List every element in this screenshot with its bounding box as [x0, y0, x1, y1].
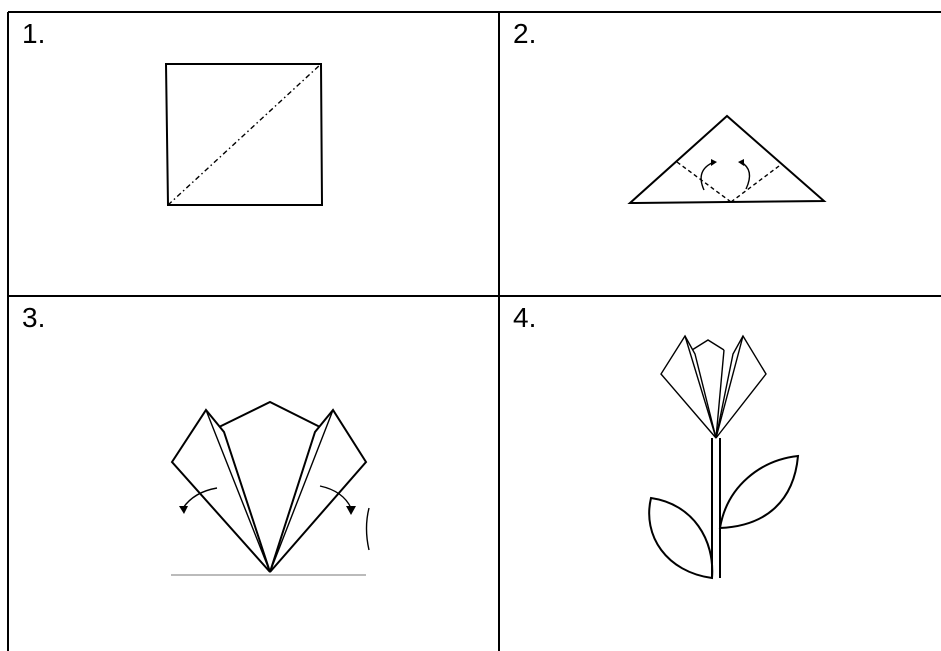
step-4-cell: 4. — [499, 296, 941, 651]
triangle-fold-corners-icon — [499, 12, 941, 296]
step-3-cell: 3. — [8, 296, 499, 651]
folded-petals-icon — [8, 296, 499, 651]
step-1-cell: 1. — [8, 12, 499, 296]
tulip-flower-icon — [499, 296, 941, 651]
step-2-cell: 2. — [499, 12, 941, 296]
square-diagonal-fold-icon — [8, 12, 499, 296]
